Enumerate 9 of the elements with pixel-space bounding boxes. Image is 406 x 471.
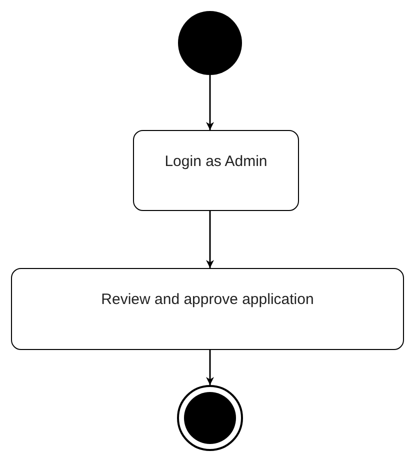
arrow bbox=[206, 75, 214, 130]
final-node bbox=[177, 385, 243, 451]
action-label: Review and approve application bbox=[101, 291, 314, 309]
initial-node bbox=[178, 11, 242, 75]
arrow bbox=[206, 350, 214, 385]
action-box bbox=[133, 130, 299, 211]
arrow bbox=[206, 211, 214, 268]
action-box bbox=[11, 268, 404, 350]
action-label: Login as Admin bbox=[164, 153, 268, 171]
